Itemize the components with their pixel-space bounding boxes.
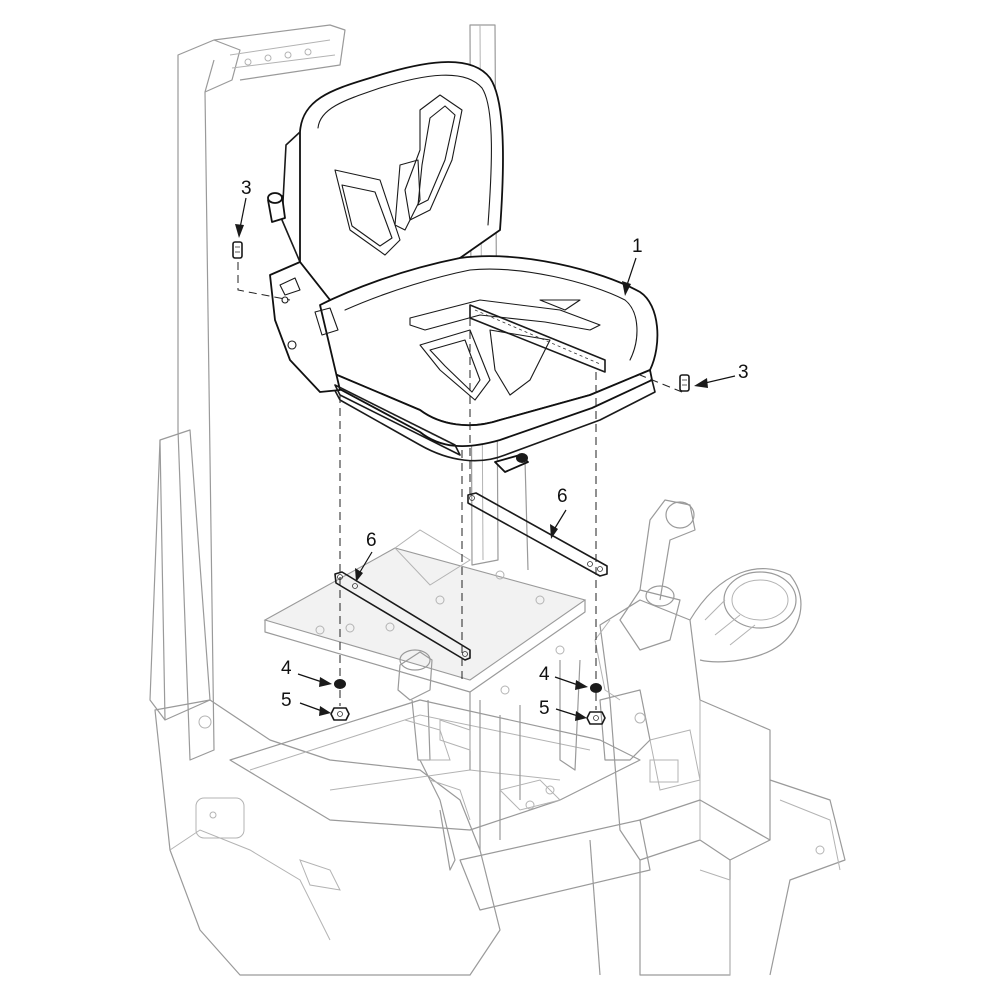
left-joystick <box>397 649 471 871</box>
callout-bolt-right: 3 <box>738 362 749 383</box>
callout-rail-right: 6 <box>557 486 568 507</box>
operator-seat <box>267 61 659 473</box>
right-control-tower <box>589 499 846 976</box>
bolt-left <box>232 241 243 259</box>
rail-right <box>467 492 608 577</box>
crossbar-holes <box>244 48 312 66</box>
bolt-right <box>679 374 690 392</box>
nut-left <box>330 707 350 721</box>
washer-right <box>590 683 602 693</box>
callout-nut-left: 5 <box>281 690 292 711</box>
rail-left <box>334 571 471 661</box>
nut-right <box>586 711 606 725</box>
callout-bolt-left: 3 <box>241 178 252 199</box>
washer-left <box>334 679 346 689</box>
callout-labels: 1 3 3 6 6 4 4 5 5 <box>241 178 749 719</box>
leader-lines <box>235 197 736 721</box>
seat-slide-rails <box>334 304 606 456</box>
assembly-lines <box>237 262 683 710</box>
callout-seat: 1 <box>632 236 643 257</box>
callout-nut-right: 5 <box>539 698 550 719</box>
callout-washer-right: 4 <box>539 664 550 685</box>
callout-washer-left: 4 <box>281 658 292 679</box>
callout-rail-left: 6 <box>366 530 377 551</box>
